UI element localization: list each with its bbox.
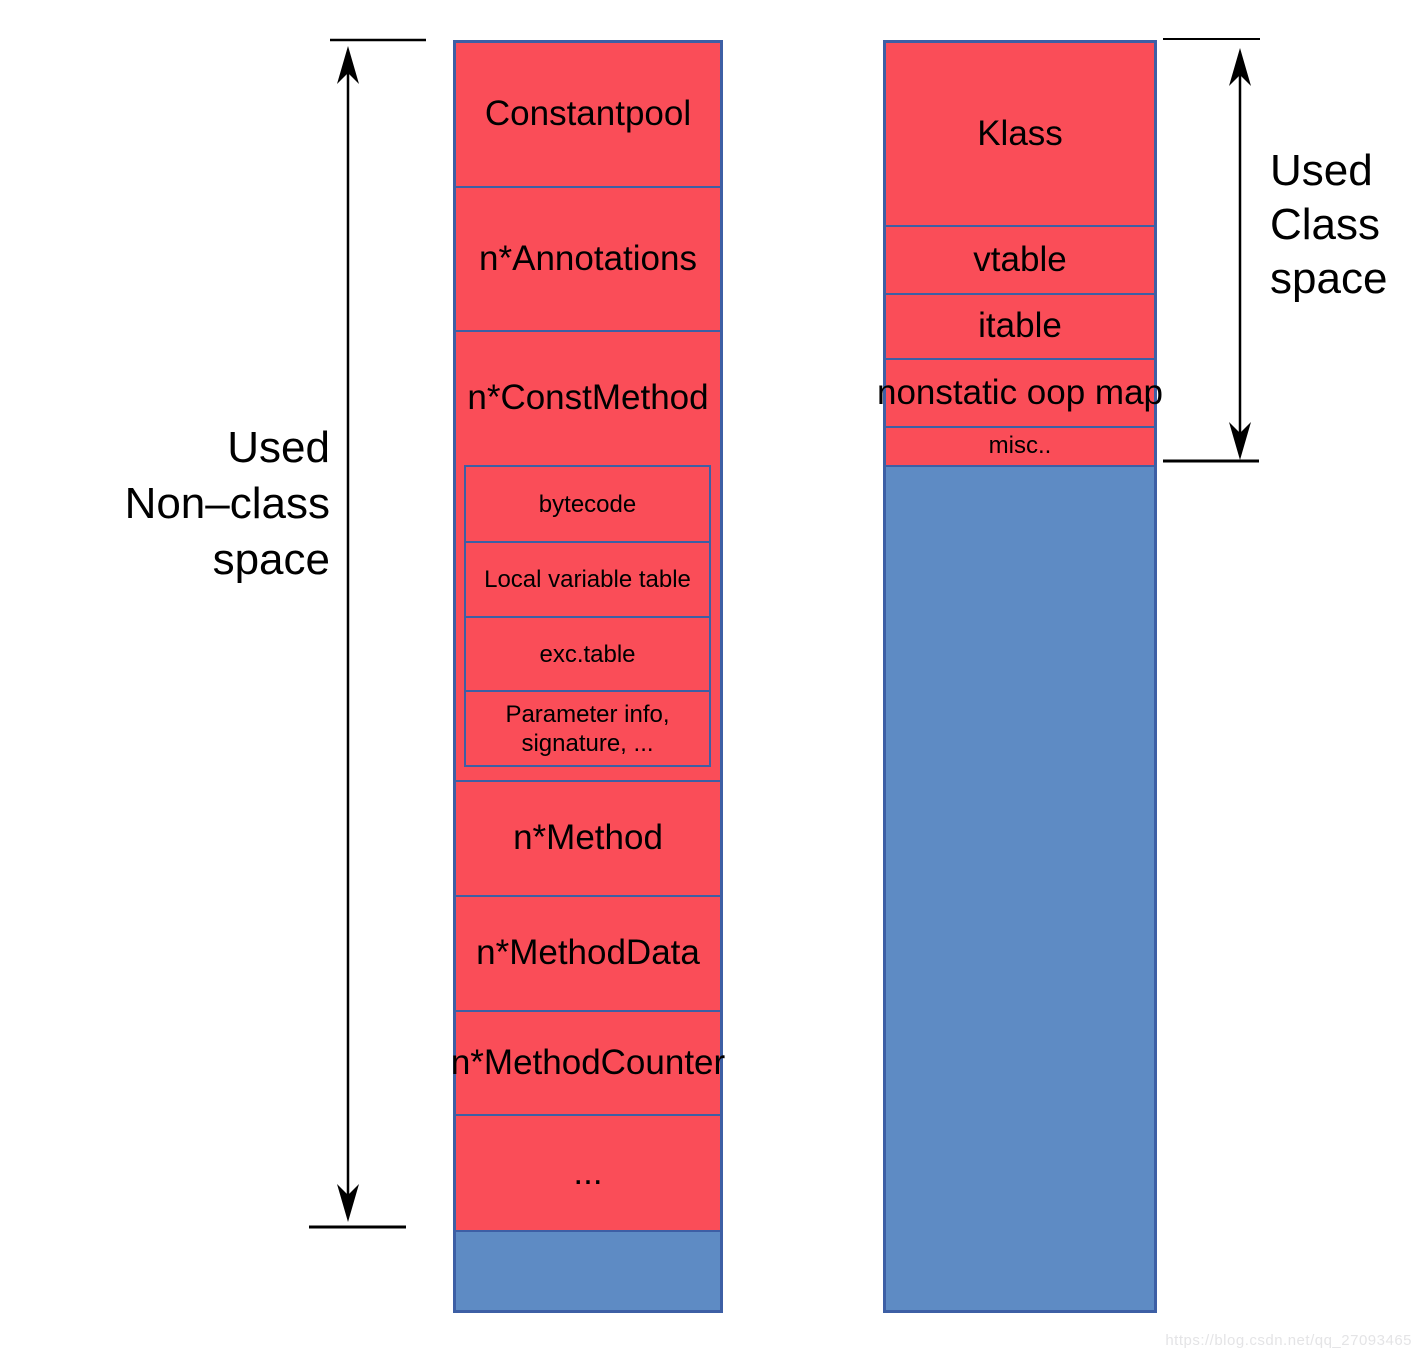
block-itable-label: itable	[978, 306, 1062, 346]
block-constmethod-label-row: n*ConstMethod	[456, 332, 720, 465]
block-local-variable-table-label: Local variable table	[484, 566, 691, 593]
block-vtable: vtable	[886, 225, 1154, 293]
block-parameter-info-label: Parameter info, signature, ...	[505, 700, 670, 757]
block-exc-table: exc.table	[466, 616, 709, 690]
block-misc: misc..	[886, 426, 1154, 465]
block-vtable-label: vtable	[973, 239, 1067, 279]
class-free-space-block	[886, 465, 1154, 1310]
non-class-space-label-line1: Used	[227, 423, 330, 472]
block-klass-label: Klass	[977, 113, 1063, 153]
block-ellipsis: ...	[456, 1114, 720, 1230]
non-class-free-space-block	[456, 1230, 720, 1310]
class-column: Klass vtable itable nonstatic oop map mi…	[877, 40, 1163, 1313]
block-methoddata: n*MethodData	[456, 895, 720, 1010]
block-constantpool: Constantpool	[456, 43, 720, 186]
non-class-arrowhead-up	[337, 46, 359, 84]
block-method-label: n*Method	[513, 818, 663, 858]
class-space-label-line2: Class	[1270, 200, 1381, 249]
watermark-url: https://blog.csdn.net/qq_27093465	[1165, 1332, 1412, 1349]
class-arrowhead-down	[1229, 422, 1251, 460]
non-class-space-label-line2: Non–class	[124, 479, 330, 528]
block-annotations: n*Annotations	[456, 186, 720, 330]
block-parameter-info: Parameter info, signature, ...	[466, 690, 709, 765]
block-constmethod-label: n*ConstMethod	[467, 378, 709, 418]
block-misc-label: misc..	[988, 432, 1052, 460]
block-methodcounter: n*MethodCounter	[451, 1010, 725, 1114]
block-constantpool-label: Constantpool	[484, 94, 692, 134]
block-klass: Klass	[886, 43, 1154, 225]
class-space-label: Used Class space	[1270, 144, 1387, 306]
block-constmethod: n*ConstMethod bytecode Local variable ta…	[456, 330, 720, 780]
non-class-arrowhead-down	[337, 1184, 359, 1222]
block-nonstatic-oop-map: nonstatic oop map	[877, 358, 1163, 426]
block-nonstatic-oop-map-label: nonstatic oop map	[877, 372, 1164, 412]
block-itable: itable	[886, 293, 1154, 358]
constmethod-nested-box: bytecode Local variable table exc.table …	[464, 465, 711, 767]
non-class-space-label: Used Non–class space	[90, 420, 330, 588]
class-space-label-line1: Used	[1270, 146, 1373, 195]
block-ellipsis-label: ...	[573, 1152, 603, 1192]
class-arrowhead-up	[1229, 48, 1251, 86]
block-method: n*Method	[456, 780, 720, 895]
non-class-space-label-line3: space	[212, 535, 330, 584]
block-methodcounter-label: n*MethodCounter	[450, 1042, 726, 1082]
class-space-label-line3: space	[1270, 254, 1388, 303]
block-bytecode: bytecode	[466, 467, 709, 541]
block-methoddata-label: n*MethodData	[476, 933, 700, 973]
non-class-column: Constantpool n*Annotations n*ConstMethod…	[451, 40, 725, 1313]
block-annotations-label: n*Annotations	[479, 238, 697, 278]
block-bytecode-label: bytecode	[538, 490, 637, 518]
block-exc-table-label: exc.table	[539, 640, 636, 668]
block-local-variable-table: Local variable table	[466, 541, 709, 616]
